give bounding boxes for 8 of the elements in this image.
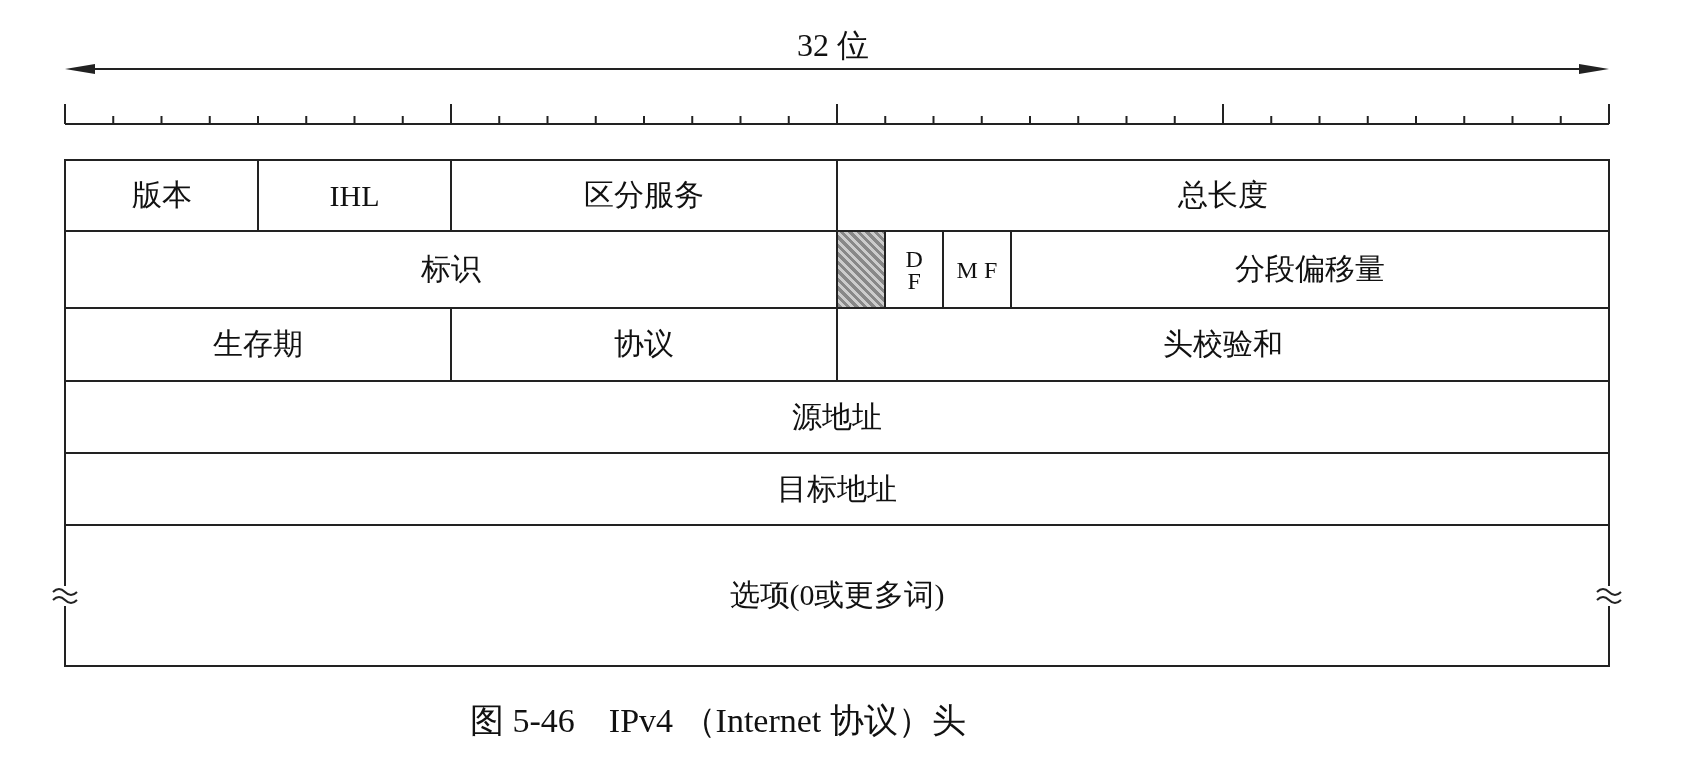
dimension-label: 32 位 [797,26,869,65]
reserved-bit [836,230,887,309]
header-field: 选项(0或更多词) [64,524,1610,667]
figure-caption: 图 5-46 IPv4 （Internet 协议）头 [470,701,966,741]
header-field: 目标地址 [64,452,1610,526]
header-field: 版本 [64,159,259,232]
header-field: 总长度 [836,159,1610,232]
header-field: 源地址 [64,380,1610,454]
